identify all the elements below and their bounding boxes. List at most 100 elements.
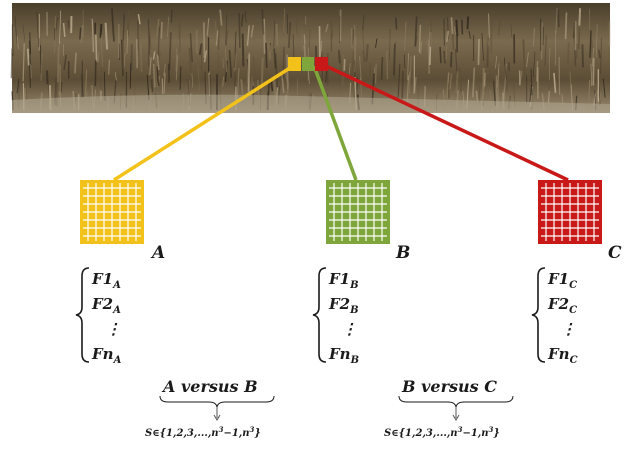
texture-stroke xyxy=(548,90,550,103)
texture-stroke xyxy=(160,22,163,39)
texture-stroke xyxy=(548,57,551,93)
svg-text:F2C: F2C xyxy=(547,295,577,316)
texture-stroke xyxy=(495,56,498,69)
texture-stroke xyxy=(365,44,369,62)
texture-stroke xyxy=(386,50,389,80)
texture-stroke xyxy=(350,28,353,49)
texture-stroke xyxy=(351,51,355,76)
texture-stroke xyxy=(369,62,372,87)
texture-stroke xyxy=(273,20,276,48)
texture-stroke xyxy=(189,33,193,63)
texture-stroke xyxy=(166,16,170,37)
texture-stroke xyxy=(269,42,271,52)
texture-stroke xyxy=(247,53,251,92)
texture-stroke xyxy=(408,56,412,94)
texture-stroke xyxy=(10,48,13,79)
texture-stroke xyxy=(287,21,292,48)
texture-stroke xyxy=(39,45,42,74)
texture-stroke xyxy=(320,40,323,56)
texture-stroke xyxy=(439,46,442,64)
texture-stroke xyxy=(84,69,88,99)
texture-stroke xyxy=(418,24,422,53)
patch-label-B: B xyxy=(395,243,410,263)
texture-stroke xyxy=(401,71,404,102)
patch-marker-A xyxy=(288,57,301,71)
svg-text:F2A: F2A xyxy=(91,295,121,316)
texture-stroke xyxy=(414,16,418,47)
texture-stroke xyxy=(453,26,456,35)
texture-stroke xyxy=(522,39,526,76)
texture-stroke xyxy=(198,43,203,56)
texture-stroke xyxy=(602,78,606,98)
texture-stroke xyxy=(497,17,502,36)
texture-stroke xyxy=(564,12,568,40)
brace-A xyxy=(75,267,90,363)
texture-stroke xyxy=(156,54,160,71)
texture-stroke xyxy=(265,42,268,68)
texture-stroke xyxy=(40,52,43,81)
texture-stroke xyxy=(362,14,365,31)
texture-stroke xyxy=(325,23,329,33)
texture-stroke xyxy=(589,30,592,58)
patch-marker-C xyxy=(315,57,328,71)
texture-stroke xyxy=(156,18,160,37)
brace-B xyxy=(312,267,327,363)
texture-stroke xyxy=(168,32,172,70)
patch-marker-B xyxy=(302,57,314,71)
texture-stroke xyxy=(108,59,110,75)
texture-stroke xyxy=(36,11,40,48)
feature-name: F2 xyxy=(328,295,350,313)
texture-stroke xyxy=(308,29,311,58)
texture-stroke xyxy=(241,33,245,67)
texture-stroke xyxy=(80,25,84,43)
texture-stroke xyxy=(482,67,485,101)
feature-name: F2 xyxy=(91,295,113,313)
texture-stroke xyxy=(39,38,42,65)
texture-stroke xyxy=(58,10,62,45)
texture-stroke xyxy=(197,67,200,91)
texture-stroke xyxy=(16,36,20,49)
texture-stroke xyxy=(103,71,106,101)
texture-stroke xyxy=(590,63,593,86)
texture-stroke xyxy=(100,35,103,68)
texture-stroke xyxy=(380,56,384,80)
texture-stroke xyxy=(157,26,161,56)
underbrace-BC xyxy=(398,395,514,408)
texture-stroke xyxy=(375,38,378,48)
texture-stroke xyxy=(481,33,485,62)
texture-stroke xyxy=(215,30,219,46)
texture-stroke xyxy=(455,71,459,95)
texture-stroke xyxy=(445,32,449,41)
texture-stroke xyxy=(188,47,192,72)
texture-stroke xyxy=(403,21,407,51)
texture-stroke xyxy=(261,8,265,35)
texture-stroke xyxy=(420,41,422,55)
texture-stroke xyxy=(222,76,225,87)
texture-stroke xyxy=(359,56,362,81)
texture-stroke xyxy=(445,45,448,60)
texture-stroke xyxy=(526,52,529,68)
svg-text:F1A: F1A xyxy=(91,270,121,291)
texture-stroke xyxy=(427,39,431,74)
comparison-label-BC: B versus C xyxy=(401,377,497,396)
texture-stroke xyxy=(342,54,344,86)
feature-name: F1 xyxy=(91,270,113,288)
texture-stroke xyxy=(337,49,341,64)
texture-stroke xyxy=(238,13,241,48)
texture-stroke xyxy=(394,41,396,79)
texture-stroke xyxy=(246,25,250,46)
texture-stroke xyxy=(104,22,109,50)
texture-stroke xyxy=(295,16,298,35)
arrow-head-AB xyxy=(213,414,221,421)
texture-stroke xyxy=(572,21,576,39)
texture-stroke xyxy=(175,55,179,81)
texture-stroke xyxy=(558,57,561,95)
underbrace-AB xyxy=(159,395,275,408)
texture-stroke xyxy=(55,17,58,32)
texture-stroke xyxy=(415,36,418,46)
texture-stroke xyxy=(149,57,152,76)
texture-stroke xyxy=(123,52,126,68)
texture-stroke xyxy=(506,66,509,92)
svg-text:F1B: F1B xyxy=(328,270,359,291)
svg-text:FnC: FnC xyxy=(547,345,578,366)
